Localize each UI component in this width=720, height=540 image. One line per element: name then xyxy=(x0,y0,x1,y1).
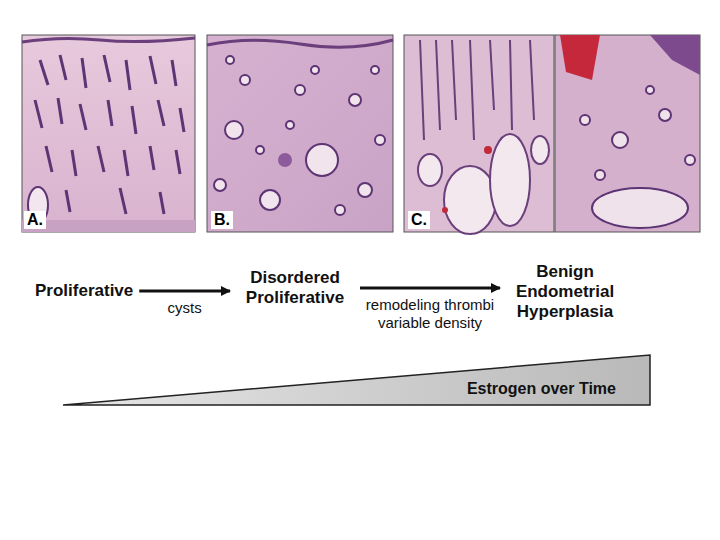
edge-label: cysts xyxy=(139,299,230,317)
stage-name: Disordered Proliferative xyxy=(236,268,354,308)
panel-letter: B. xyxy=(211,211,233,229)
progression-arrow xyxy=(139,290,230,293)
panel-letter: C. xyxy=(408,211,430,229)
micrograph-c xyxy=(404,35,700,234)
micrograph-a xyxy=(22,35,195,232)
panel-letter: A. xyxy=(24,211,46,229)
wedge-label: Estrogen over Time xyxy=(467,380,616,398)
edge-label: remodeling thrombi variable density xyxy=(365,296,495,332)
stage-name: Proliferative xyxy=(35,281,133,301)
stage-term: Benign Endometrial Hyperplasia xyxy=(506,262,624,322)
stage-term: Proliferative xyxy=(35,281,133,301)
stage-name: Benign Endometrial Hyperplasia xyxy=(506,262,624,322)
progression-arrow xyxy=(360,287,500,290)
stage-term: Disordered Proliferative xyxy=(236,268,354,308)
estrogen-wedge: Estrogen over Time xyxy=(62,354,652,406)
wedge-outline xyxy=(63,355,650,405)
micrograph-b xyxy=(207,35,393,232)
